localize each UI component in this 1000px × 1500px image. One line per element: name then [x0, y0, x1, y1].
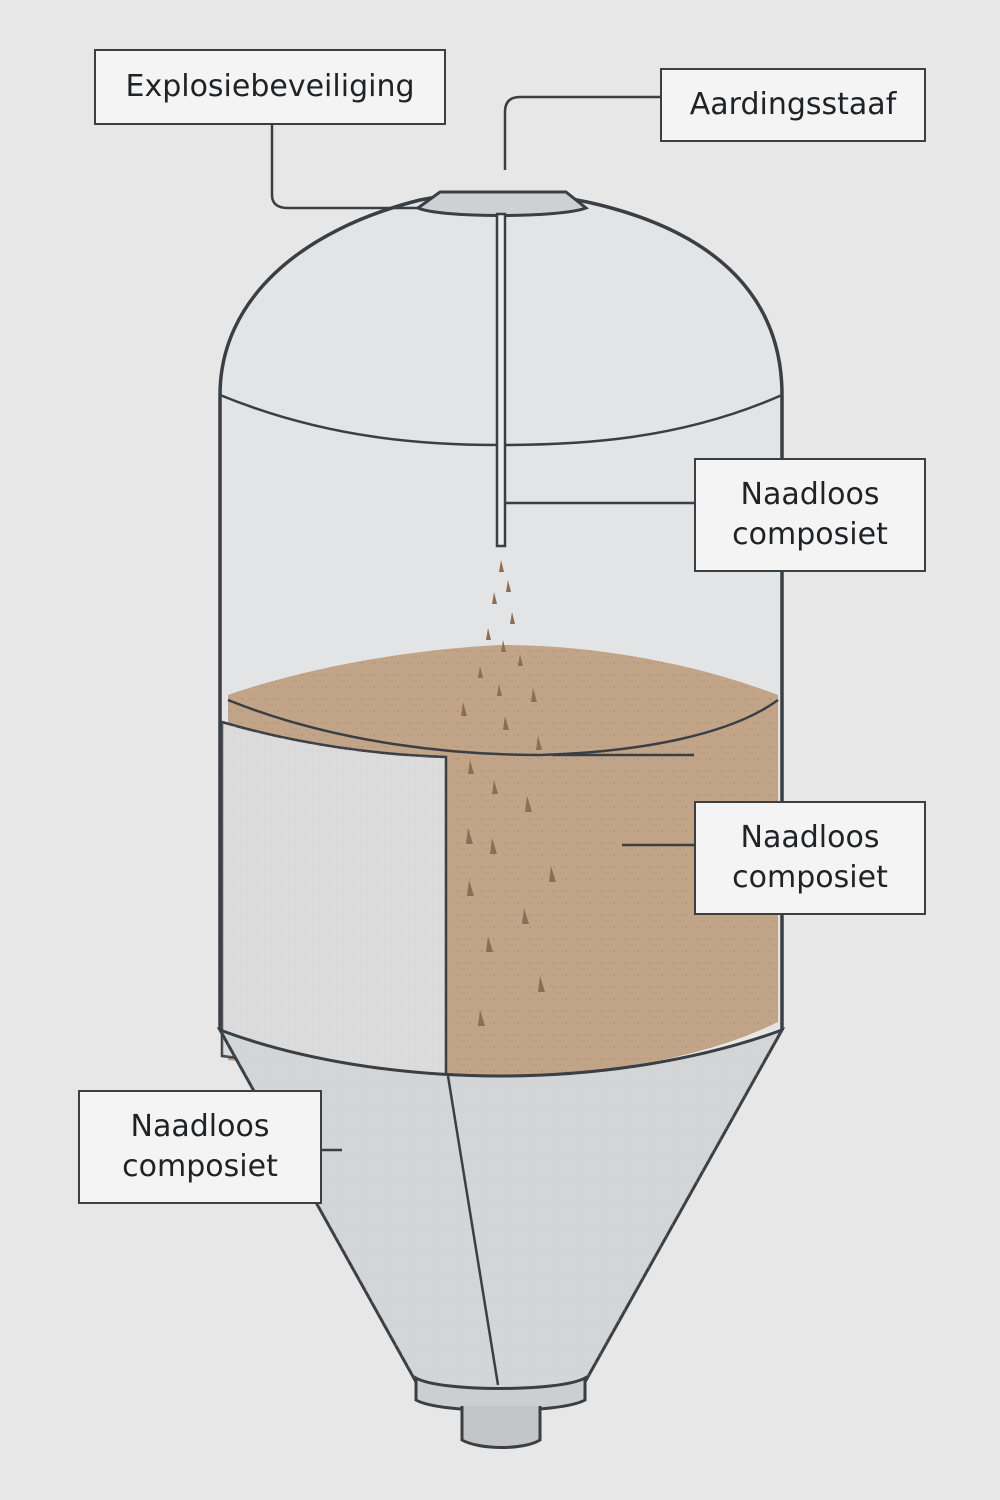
leader-aardingsstaaf: [503, 95, 660, 170]
label-explosiebeveiliging: Explosiebeveiliging: [94, 49, 446, 125]
cone-top-edge: [219, 1028, 783, 1078]
leader-explosiebeveiliging: [270, 122, 420, 210]
cone-mesh: [220, 1030, 782, 1390]
label-aardingsstaaf: Aardingsstaaf: [660, 68, 926, 142]
label-aardingsstaaf-text: Aardingsstaaf: [689, 87, 897, 122]
outlet-spout: [460, 1406, 542, 1449]
falling-powder-particles: [461, 560, 556, 1026]
label-composite-lower-text: Naadloos composiet: [122, 1109, 278, 1184]
label-composite-lower: Naadloos composiet: [78, 1090, 322, 1204]
powder-surface-line: [227, 698, 779, 757]
grounding-rod: [495, 212, 507, 548]
outlet-collar: [414, 1375, 587, 1412]
label-composite-middle-text: Naadloos composiet: [732, 820, 888, 895]
label-composite-upper: Naadloos composiet: [694, 458, 926, 572]
cone-seam-line: [446, 1075, 500, 1386]
label-composite-upper-text: Naadloos composiet: [732, 477, 888, 552]
label-composite-middle: Naadloos composiet: [694, 801, 926, 915]
label-explosiebeveiliging-text: Explosiebeveiliging: [125, 69, 415, 104]
explosion-vent-disc: [415, 190, 589, 217]
cutaway-wall-mesh: [222, 722, 446, 1076]
